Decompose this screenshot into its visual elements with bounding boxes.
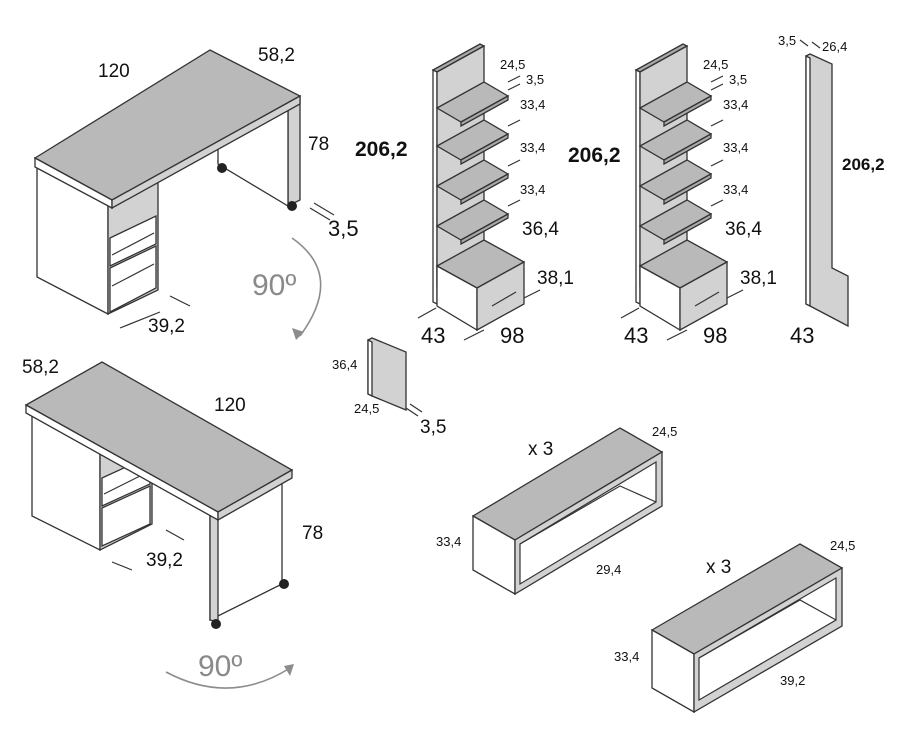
bookcase-right-shelf-thickness-label: 3,5 — [729, 72, 747, 87]
desk-top-width-label: 120 — [98, 61, 130, 82]
small-panel-height-label: 36,4 — [332, 357, 357, 372]
bookcase-right-shelf-depth-label: 24,5 — [703, 57, 728, 72]
shelf-box-lower-drawing — [650, 543, 844, 714]
desk-bottom-drawing — [24, 361, 294, 689]
side-panel-height-label: 206,2 — [842, 155, 885, 174]
bookcase-right-base-depth-label: 43 — [624, 323, 648, 348]
shelf-box-lower-width-label: 39,2 — [780, 673, 805, 688]
bookcase-left-base-depth-label: 43 — [421, 323, 445, 348]
bookcase-right-drawing — [620, 43, 744, 341]
bookcase-left-height-label: 206,2 — [355, 138, 408, 161]
desk-top-drawer-width-label: 39,2 — [148, 316, 185, 337]
shelf-box-upper-height-label: 33,4 — [436, 534, 461, 549]
small-panel-thickness-label: 3,5 — [420, 417, 446, 438]
bookcase-right-gap4-label: 36,4 — [725, 219, 762, 240]
bookcase-right-gap2-label: 33,4 — [723, 140, 748, 155]
bookcase-left-shelf-depth-label: 24,5 — [500, 57, 525, 72]
bookcase-left-gap1-label: 33,4 — [520, 97, 545, 112]
shelf-box-lower-height-label: 33,4 — [614, 649, 639, 664]
side-panel-depth-label: 26,4 — [822, 39, 847, 54]
desk-bottom-depth-label: 58,2 — [22, 357, 59, 378]
bookcase-right-base-width-label: 98 — [703, 323, 727, 348]
desk-top-thickness-label: 3,5 — [328, 216, 359, 241]
shelf-box-lower-depth-label: 24,5 — [830, 538, 855, 553]
desk-top-height-label: 78 — [308, 134, 329, 155]
desk-top-drawing — [33, 49, 335, 340]
bookcase-left-gap4-label: 36,4 — [522, 219, 559, 240]
desk-bottom-rotation-label: 90º — [198, 650, 242, 683]
desk-bottom-height-label: 78 — [302, 523, 323, 544]
shelf-box-upper-quantity-label: x 3 — [528, 439, 553, 460]
shelf-box-upper-width-label: 29,4 — [596, 562, 621, 577]
shelf-box-upper-drawing — [471, 427, 664, 596]
shelf-box-upper-depth-label: 24,5 — [652, 424, 677, 439]
small-panel-depth-label: 24,5 — [354, 401, 379, 416]
bookcase-right-gap1-label: 33,4 — [723, 97, 748, 112]
desk-top-depth-label: 58,2 — [258, 45, 295, 66]
shelf-box-lower-quantity-label: x 3 — [706, 557, 731, 578]
bookcase-left-drawing — [417, 43, 541, 341]
bookcase-left-gap2-label: 33,4 — [520, 140, 545, 155]
bookcase-right-height-label: 206,2 — [568, 144, 621, 167]
bookcase-left-drawer-height-label: 38,1 — [537, 268, 574, 289]
desk-bottom-drawer-width-label: 39,2 — [146, 550, 183, 571]
bookcase-left-shelf-thickness-label: 3,5 — [526, 72, 544, 87]
desk-bottom-width-label: 120 — [214, 395, 246, 416]
bookcase-right-gap3-label: 33,4 — [723, 182, 748, 197]
small-panel-drawing — [367, 337, 423, 417]
side-panel-drawing — [799, 39, 849, 328]
side-panel-base-depth-label: 43 — [790, 323, 814, 348]
bookcase-left-base-width-label: 98 — [500, 323, 524, 348]
side-panel-thickness-label: 3,5 — [778, 33, 796, 48]
bookcase-right-drawer-height-label: 38,1 — [740, 268, 777, 289]
desk-top-rotation-label: 90º — [252, 269, 296, 302]
bookcase-left-gap3-label: 33,4 — [520, 182, 545, 197]
